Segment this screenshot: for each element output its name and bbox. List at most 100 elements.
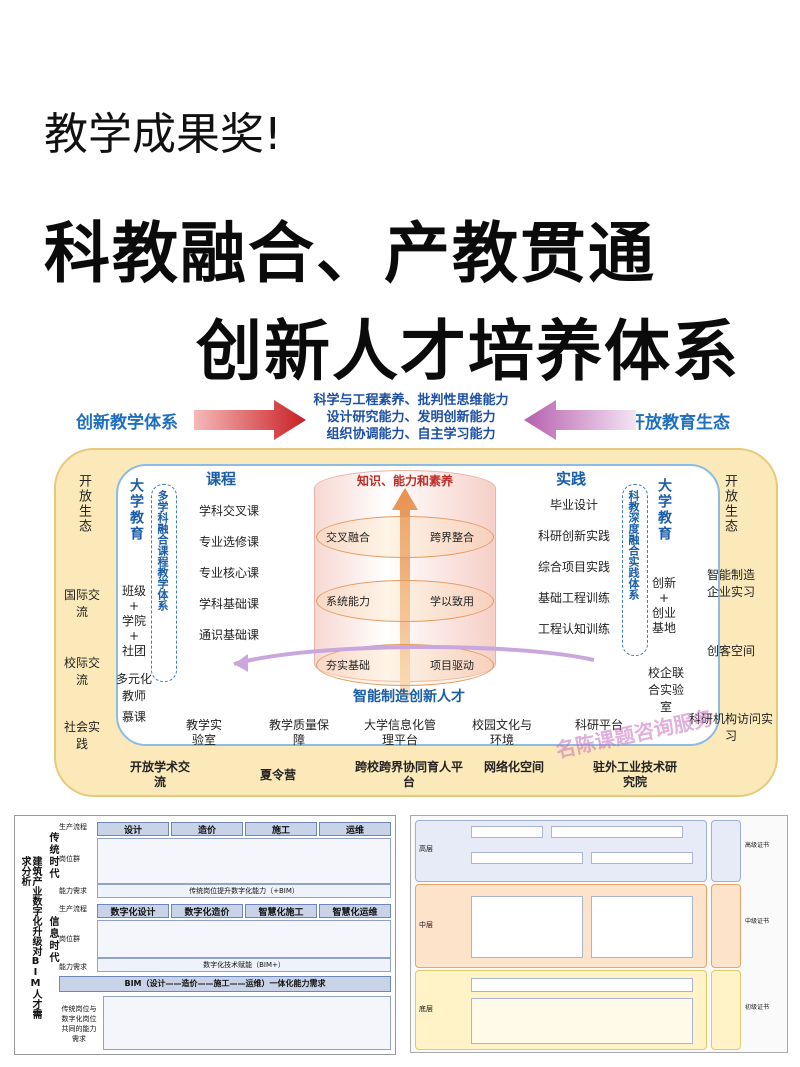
high-item xyxy=(471,826,543,838)
era-information: 信息时代 xyxy=(47,916,58,964)
row-label: 岗位群 xyxy=(59,855,80,863)
stack-club: 社团 xyxy=(121,644,146,658)
ring-2 xyxy=(316,580,494,622)
level-high: 高层 xyxy=(419,845,433,853)
right-inner-stack: 创新 + 创业 基地 xyxy=(646,576,682,636)
right-heading: 开放教育生态 xyxy=(628,413,730,433)
course-item: 专业核心课 xyxy=(198,566,259,580)
right-research-practice: 科教深度融合实践体系 xyxy=(627,490,640,600)
stack-plus: + xyxy=(128,629,140,643)
right-inner-lab: 校企联合实验室 xyxy=(647,666,684,714)
stack-plus: + xyxy=(128,599,140,613)
ring-1-left: 交叉融合 xyxy=(326,531,370,544)
bottom-label: 传统岗位与数字化岗位共同的能力需求 xyxy=(61,1005,97,1043)
inner-bottom-5: 科研平台 xyxy=(574,718,623,732)
education-system-diagram: 创新教学体系 开放教育生态 科学与工程素养、批判性思维能力 设计研究能力、发明创… xyxy=(34,388,778,798)
center-bottom-title: 智能制造创新人才 xyxy=(353,689,465,705)
inner-bottom-1: 教学实验室 xyxy=(185,718,222,747)
page-title-line3: 创新人才培养体系 xyxy=(196,313,740,390)
ring-1-right: 跨界整合 xyxy=(430,531,474,544)
left-outer-inter-school: 校际交流 xyxy=(64,656,101,687)
left-outer-social: 社会实践 xyxy=(64,720,101,751)
course-title: 课程 xyxy=(206,470,237,488)
high-item xyxy=(471,852,583,864)
bim-talent-diagram: 建筑产业数字化升级对BIM人才需求分析 传统时代 信息时代 生产流程 岗位群 能… xyxy=(14,815,396,1055)
right-university-edu: 大学教育 xyxy=(656,478,672,542)
stage-smart-operation: 智慧化运维 xyxy=(319,904,391,918)
band-integrated: BIM（设计——造价——施工——运维）一体化能力需求 xyxy=(59,976,391,992)
row-label: 能力需求 xyxy=(59,963,87,971)
outer-bottom-4: 网络化空间 xyxy=(484,760,545,774)
stage-smart-construction: 智慧化施工 xyxy=(245,904,317,918)
left-outer-open: 开放生态 xyxy=(76,474,91,534)
goal-1: 科学与工程素养、批判性思维能力 xyxy=(313,393,509,408)
course-list: 学科交叉课 专业选修课 专业核心课 学科基础课 通识基础课 xyxy=(184,496,274,651)
left-dashed-box xyxy=(151,484,177,682)
ring-3-left: 夯实基础 xyxy=(326,659,370,672)
swirl-arrow-icon xyxy=(233,644,595,672)
row-label: 生产流程 xyxy=(59,905,87,913)
stage-digital-cost: 数字化造价 xyxy=(171,904,243,918)
band-traditional: 传统岗位提升数字化能力（+BIM） xyxy=(97,884,391,898)
mid-item xyxy=(471,896,583,958)
high-item xyxy=(551,826,683,838)
course-item: 学科交叉课 xyxy=(198,504,259,518)
row-labels-2: 生产流程 岗位群 能力需求 xyxy=(59,904,95,976)
stage-digital-design: 数字化设计 xyxy=(97,904,169,918)
left-inner-mooc: 慕课 xyxy=(121,710,146,724)
stack-base: 基地 xyxy=(651,621,676,635)
left-inner-stack: 班级 + 学院 + 社团 xyxy=(118,584,150,659)
right-dashed-box xyxy=(622,484,648,656)
mid-item xyxy=(591,896,693,958)
outer-bottom-1: 开放学术交流 xyxy=(130,760,191,789)
high-item xyxy=(591,852,693,864)
stack-entrepreneur: 创业 xyxy=(651,606,676,620)
inner-bottom-4: 校园文化与环境 xyxy=(472,718,533,747)
low-item xyxy=(471,998,693,1044)
top-goals: 科学与工程素养、批判性思维能力 设计研究能力、发明创新能力 组织协调能力、自主学… xyxy=(296,392,526,443)
stack-plus: + xyxy=(658,591,670,605)
practice-item: 综合项目实践 xyxy=(537,560,610,574)
cylinder-top-label: 知识、能力和素养 xyxy=(356,474,453,488)
row-label: 能力需求 xyxy=(59,887,87,895)
practice-title: 实践 xyxy=(556,470,587,488)
stage-design: 设计 xyxy=(97,822,169,836)
row-label: 生产流程 xyxy=(59,823,87,831)
band-digital: 数字化技术赋能（BIM+） xyxy=(97,958,391,972)
ring-2-left: 系统能力 xyxy=(326,595,370,608)
low-item xyxy=(471,978,693,992)
right-high-box xyxy=(711,820,741,882)
row-label: 岗位群 xyxy=(59,935,80,943)
page-title-line2: 科教融合、产教贯通 xyxy=(44,215,656,292)
course-item: 通识基础课 xyxy=(198,628,259,642)
row-labels-1: 生产流程 岗位群 能力需求 xyxy=(59,822,95,900)
ring-3-right: 项目驱动 xyxy=(430,659,474,672)
left-heading: 创新教学体系 xyxy=(76,413,178,433)
left-outer-intl: 国际交流 xyxy=(64,588,101,619)
practice-item: 基础工程训练 xyxy=(537,591,610,605)
side-title: 建筑产业数字化升级对BIM人才需求分析 xyxy=(19,856,41,1019)
ring-1 xyxy=(316,516,494,558)
inner-bottom-3: 大学信息化管理平台 xyxy=(363,718,436,747)
certificate-level-diagram: 高层 中层 底层 高级证书 中级证书 初级证书 xyxy=(410,815,788,1053)
stage-construction: 施工 xyxy=(245,822,317,836)
shared-ability-grid xyxy=(103,996,391,1050)
traditional-jobs-grid xyxy=(97,838,391,884)
red-arrow-icon xyxy=(194,400,306,440)
level-low: 底层 xyxy=(419,1005,433,1013)
right-mid-box xyxy=(711,884,741,968)
cert-mid: 中级证书 xyxy=(745,918,770,925)
outer-bottom-3: 跨校跨界协同育人平台 xyxy=(354,760,463,789)
course-item: 学科基础课 xyxy=(198,597,259,611)
digital-jobs-grid xyxy=(97,920,391,958)
right-outer-research: 科研机构访问实习 xyxy=(688,712,773,743)
era-traditional: 传统时代 xyxy=(47,832,58,880)
left-multidisciplinary: 多学科融合课程教学体系 xyxy=(156,490,169,611)
left-university-edu: 大学教育 xyxy=(128,478,144,542)
stack-innovation: 创新 xyxy=(651,576,676,590)
practice-list: 毕业设计 科研创新实践 综合项目实践 基础工程训练 工程认知训练 xyxy=(524,490,624,645)
practice-item: 毕业设计 xyxy=(549,498,598,512)
level-mid: 中层 xyxy=(419,921,433,929)
stack-class: 班级 xyxy=(121,584,146,598)
page-title-line1: 教学成果奖! xyxy=(44,109,282,160)
